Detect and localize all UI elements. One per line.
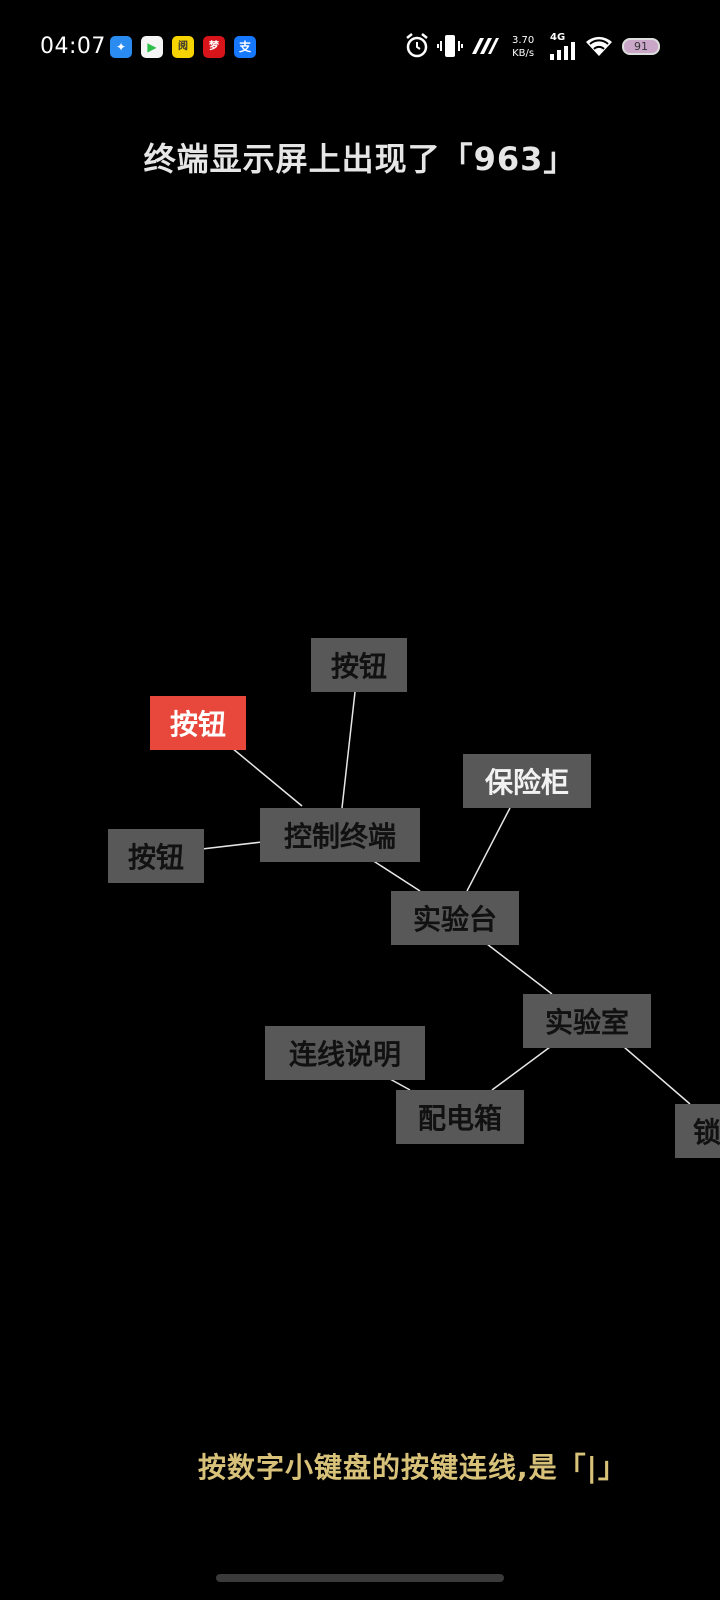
edge-terminal-bench <box>371 859 421 892</box>
edge-lab-lock <box>623 1046 691 1105</box>
node-lock[interactable]: 锁 <box>675 1104 720 1158</box>
edge-terminal-button-top <box>341 691 356 809</box>
hint-text: 按数字小键盘的按键连线,是「|」 <box>198 1451 627 1484</box>
node-lab-bench[interactable]: 实验台 <box>391 891 519 945</box>
node-wiring-instructions[interactable]: 连线说明 <box>265 1026 425 1080</box>
home-indicator[interactable] <box>216 1574 504 1582</box>
edge-lab-power-box <box>491 1046 551 1091</box>
signal-icon <box>550 42 575 60</box>
reader-app-icon: 阅 <box>172 36 194 58</box>
battery-indicator: 91 <box>622 38 660 55</box>
status-bar: 04:07 ✦ ▶ 阅 梦 支 3.70 KB/s 4G 91 <box>0 0 720 96</box>
node-button-top[interactable]: 按钮 <box>311 638 407 692</box>
edge-bench-lab <box>486 943 553 995</box>
node-laboratory[interactable]: 实验室 <box>523 994 651 1048</box>
net-speed-unit: KB/s <box>512 48 535 59</box>
video-app-icon: ▶ <box>141 36 163 58</box>
node-control-terminal[interactable]: 控制终端 <box>260 808 420 862</box>
node-button-left[interactable]: 按钮 <box>108 829 204 883</box>
net-speed: 3.70 KB/s <box>512 34 534 60</box>
clock: 04:07 <box>40 34 106 59</box>
hd-icon <box>472 38 499 54</box>
net-speed-value: 3.70 <box>512 35 535 46</box>
edge-terminal-button-left <box>201 841 263 850</box>
node-button-active[interactable]: 按钮 <box>150 696 246 750</box>
alarm-icon <box>406 33 428 58</box>
node-safe[interactable]: 保险柜 <box>463 754 591 808</box>
vibrate-icon <box>437 35 463 57</box>
edge-power-box-wiring-help <box>389 1078 411 1091</box>
wifi-icon <box>586 36 612 56</box>
red-app-icon: 梦 <box>203 36 225 58</box>
edge-bench-safe <box>466 807 511 892</box>
network-type: 4G <box>550 32 566 43</box>
node-power-box[interactable]: 配电箱 <box>396 1090 524 1144</box>
edge-terminal-button-active <box>231 747 303 807</box>
alipay-icon: 支 <box>234 36 256 58</box>
page-title: 终端显示屏上出现了「963」 <box>143 140 577 178</box>
feather-app-icon: ✦ <box>110 36 132 58</box>
